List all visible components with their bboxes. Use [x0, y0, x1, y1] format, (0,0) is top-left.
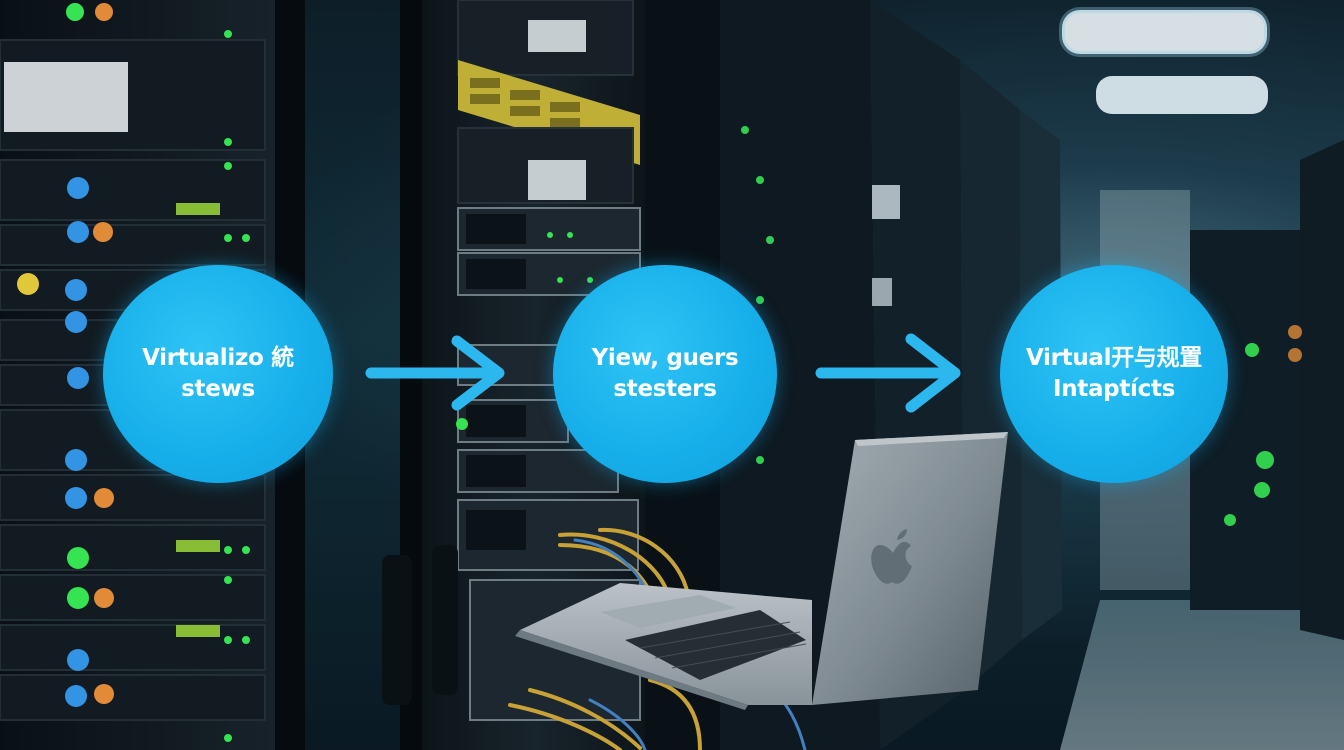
flow-step-3-line2: Intaptícts — [1052, 376, 1176, 402]
flow-step-2: Yiew, guers stesters — [553, 265, 777, 483]
flow-step-2-line1: Yiew, guers — [591, 345, 739, 371]
flow-step-3: Virtual开与规置 Intaptícts — [1000, 265, 1228, 483]
flow-step-1-line2: stews — [181, 376, 255, 402]
flow-step-1: Virtualizo 統 stews — [103, 265, 333, 483]
ceiling-light-icon — [1096, 76, 1268, 114]
apple-logo-icon — [871, 541, 912, 584]
flow-step-3-line1: Virtual开与规置 — [1025, 345, 1203, 371]
arrow-right-icon — [365, 335, 505, 411]
flow-step-2-line2: stesters — [613, 376, 717, 402]
laptop-icon — [515, 432, 1008, 710]
ceiling-light-icon — [1062, 10, 1267, 54]
arrow-right-icon — [815, 333, 961, 413]
flow-step-1-line1: Virtualizo 統 — [142, 345, 294, 371]
